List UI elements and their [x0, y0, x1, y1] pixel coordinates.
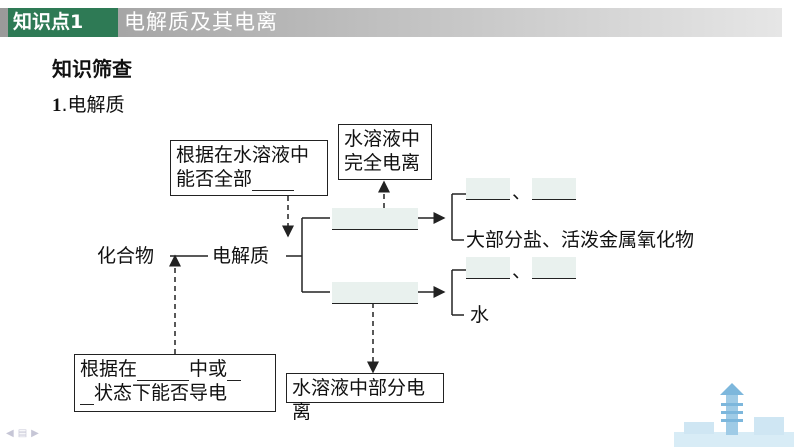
criterion-bottom-blank-2[interactable] — [227, 360, 242, 381]
node-electrolyte: 电解质 — [212, 245, 270, 267]
criterion-top-line1: 根据在水溶液中 — [176, 144, 310, 166]
full-ionization-line2: 完全电离 — [344, 152, 421, 174]
sub-title-text: .电解质 — [61, 94, 125, 116]
full-ionization-box: 水溶液中 完全电离 — [338, 124, 432, 180]
criterion-bottom-blank-3[interactable] — [80, 384, 94, 405]
strong-example-blank-2[interactable] — [532, 178, 576, 200]
strong-example-blank-1[interactable] — [466, 178, 510, 200]
section-title: 知识筛查 — [52, 57, 132, 81]
next-slide-icon[interactable]: ▶ — [31, 428, 39, 439]
criterion-top-line2: 能否全部 — [176, 167, 322, 191]
criterion-bottom-blank-1[interactable] — [137, 360, 190, 381]
weak-example-separator: 、 — [512, 260, 532, 282]
partial-ionization-box: 水溶液中部分电离 — [286, 373, 444, 423]
prev-slide-icon[interactable]: ◀ — [6, 428, 14, 439]
decorative-pagoda-graphic — [674, 383, 794, 447]
criterion-bottom-box: 根据在中或 状态下能否导电 — [74, 354, 276, 412]
criterion-bottom-line2: 状态下能否导电 — [80, 381, 270, 405]
header-bar — [0, 8, 782, 37]
weak-electrolyte-blank[interactable] — [332, 282, 418, 304]
criterion-bottom-line1: 根据在中或 — [80, 357, 270, 381]
criterion-top-box: 根据在水溶液中 能否全部 — [170, 140, 328, 196]
menu-icon[interactable]: ▤ — [17, 428, 28, 439]
slide-nav: ◀ ▤ ▶ — [6, 428, 39, 439]
knowledge-point-tag: 知识点1 — [8, 8, 118, 37]
sub-title-number: 1 — [52, 95, 62, 116]
strong-example-text: 大部分盐、活泼金属氧化物 — [466, 229, 695, 251]
strong-electrolyte-blank[interactable] — [332, 208, 418, 230]
weak-example-blank-2[interactable] — [532, 257, 576, 279]
header-title: 电解质及其电离 — [124, 10, 278, 34]
criterion-top-blank[interactable] — [252, 170, 295, 191]
sub-title: 1.电解质 — [52, 90, 125, 117]
weak-example-blank-1[interactable] — [466, 257, 510, 279]
node-compound: 化合物 — [97, 245, 155, 267]
weak-example-text: 水 — [470, 304, 490, 326]
full-ionization-line1: 水溶液中 — [344, 128, 421, 150]
strong-example-separator: 、 — [512, 181, 532, 203]
